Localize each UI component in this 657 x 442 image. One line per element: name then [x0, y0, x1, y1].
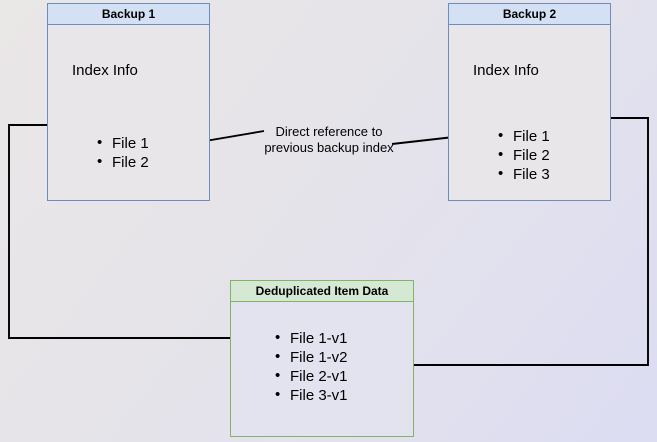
list-item: File 3	[498, 164, 550, 184]
list-item: File 1	[498, 126, 550, 146]
list-item: File 2	[97, 152, 149, 172]
deduplicated-file-list: File 1-v1 File 1-v2 File 2-v1 File 3-v1	[275, 328, 348, 405]
edge-label-direct-reference: Direct reference to previous backup inde…	[264, 124, 394, 155]
list-item: File 2-v1	[275, 366, 348, 386]
node-backup-1-body: Index Info File 1 File 2	[47, 25, 210, 201]
node-backup-2-header: Backup 2	[448, 3, 611, 25]
node-deduplicated-item-data[interactable]: Deduplicated Item Data File 1-v1 File 1-…	[230, 280, 414, 437]
node-deduplicated-item-data-header: Deduplicated Item Data	[230, 280, 414, 302]
backup-2-index-info-label: Index Info	[473, 62, 539, 79]
list-item: File 3-v1	[275, 385, 348, 405]
node-backup-1[interactable]: Backup 1 Index Info File 1 File 2	[47, 3, 210, 201]
list-item: File 2	[498, 145, 550, 165]
node-backup-1-header: Backup 1	[47, 3, 210, 25]
node-backup-2[interactable]: Backup 2 Index Info File 1 File 2 File 3	[448, 3, 611, 201]
list-item: File 1	[97, 133, 149, 153]
backup-1-index-info-label: Index Info	[72, 62, 138, 79]
list-item: File 1-v2	[275, 347, 348, 367]
node-deduplicated-item-data-body: File 1-v1 File 1-v2 File 2-v1 File 3-v1	[230, 302, 414, 437]
backup-1-file-list: File 1 File 2	[97, 133, 149, 172]
node-backup-2-body: Index Info File 1 File 2 File 3	[448, 25, 611, 201]
list-item: File 1-v1	[275, 328, 348, 348]
backup-2-file-list: File 1 File 2 File 3	[498, 126, 550, 184]
